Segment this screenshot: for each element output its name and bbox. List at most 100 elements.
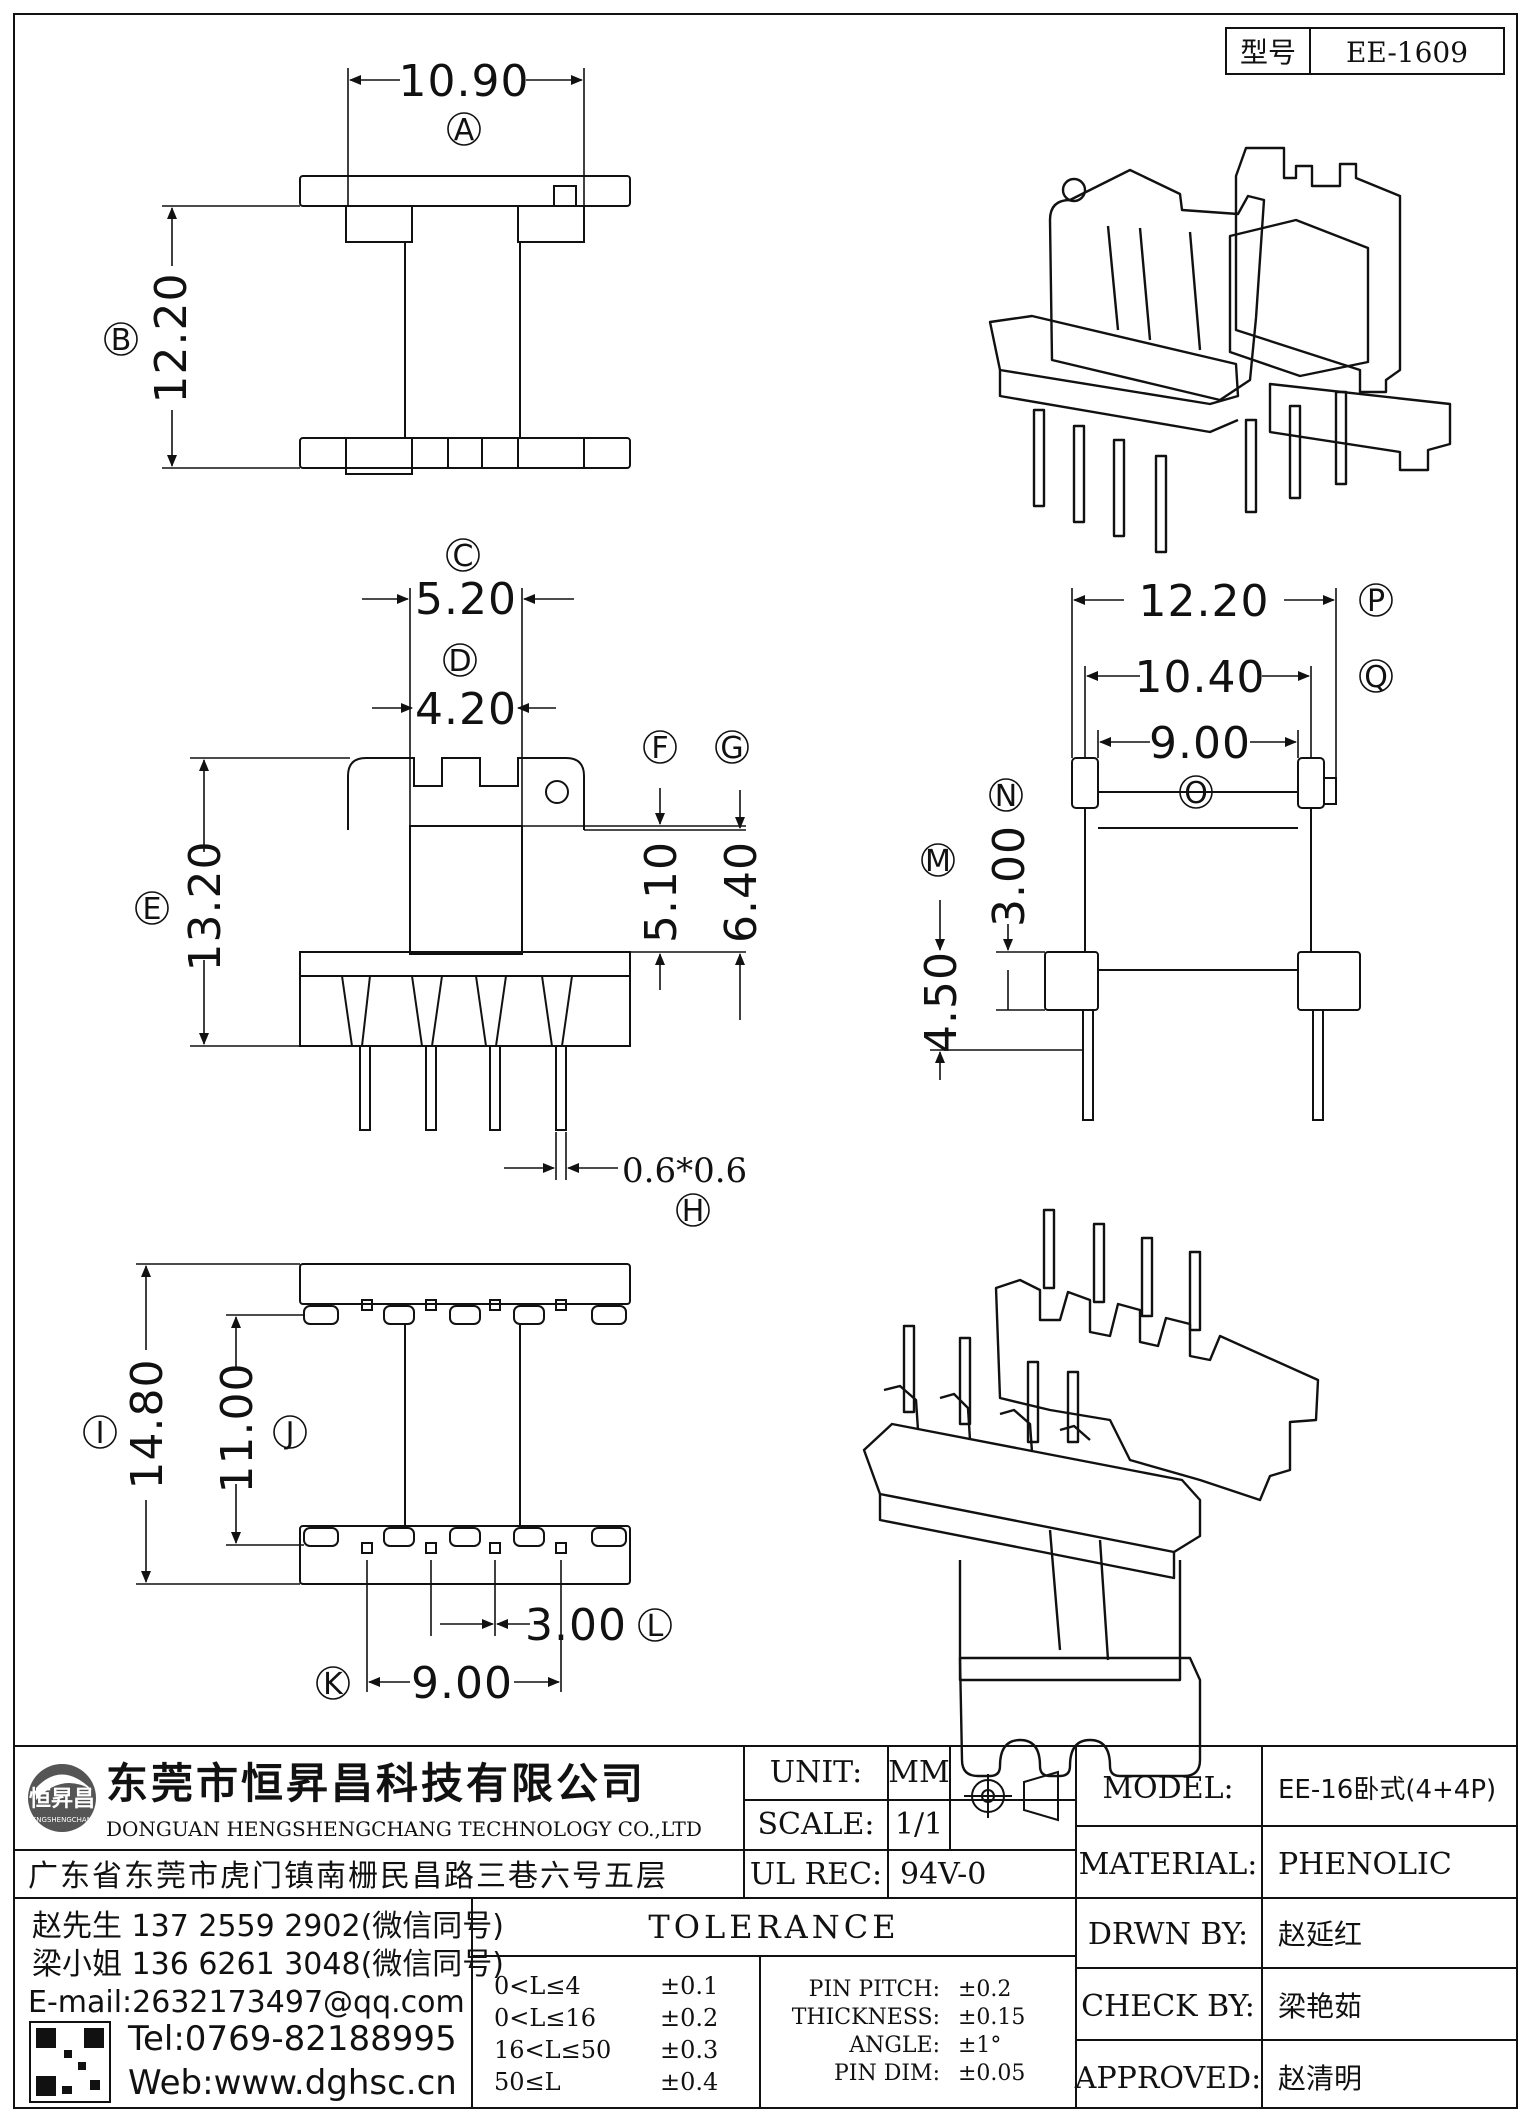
scale-label: SCALE: [757, 1807, 874, 1842]
tolerance-table: 0<L≤4 ±0.1 0<L≤16 ±0.2 16<L≤50 ±0.3 50≤L… [494, 1972, 718, 2096]
dim-J-value: 11.00 [212, 1363, 263, 1494]
svg-text:L: L [647, 1609, 664, 1644]
approved-value: 赵清明 [1278, 2062, 1362, 2095]
dim-G-value: 6.40 [716, 841, 767, 943]
label-Q: Q [1359, 659, 1393, 695]
label-N: N [989, 778, 1023, 814]
qr-code-icon [29, 2021, 111, 2103]
svg-text:50≤L: 50≤L [494, 2068, 561, 2096]
dim-K [366, 1560, 562, 1692]
svg-text:0<L≤16: 0<L≤16 [494, 2004, 596, 2032]
dim-O-value: 9.00 [1149, 718, 1251, 769]
dim-H [504, 1132, 618, 1180]
dim-E-value: 13.20 [180, 841, 231, 972]
contact-web: Web:www.dghsc.cn [128, 2063, 457, 2103]
label-A: A [447, 112, 481, 148]
label-K: K [316, 1666, 350, 1702]
svg-text:±0.4: ±0.4 [660, 2068, 718, 2096]
svg-text:E: E [143, 892, 162, 927]
label-C: C [446, 538, 480, 574]
dim-A [347, 68, 585, 205]
dim-K-value: 9.00 [411, 1658, 513, 1709]
company-address: 广东省东莞市虎门镇南栅民昌路三巷六号五层 [28, 1859, 668, 1894]
dim-O [1097, 730, 1299, 758]
svg-text:A: A [454, 113, 475, 148]
svg-text:PIN PITCH:: PIN PITCH: [809, 1977, 940, 2002]
label-L: L [638, 1608, 672, 1644]
front-view [299, 757, 631, 1131]
ul-rec-value: 94V-0 [900, 1857, 986, 1892]
dim-E [190, 757, 350, 1047]
svg-text:±0.2: ±0.2 [660, 2004, 718, 2032]
isometric-view-top [988, 146, 1452, 554]
label-O: O [1179, 775, 1213, 811]
svg-text:G: G [720, 731, 743, 766]
svg-text:O: O [1184, 776, 1208, 811]
label-J: J [273, 1415, 307, 1451]
svg-text:C: C [453, 539, 474, 574]
label-P: P [1359, 583, 1393, 619]
svg-text:Q: Q [1364, 660, 1388, 695]
dim-L [430, 1560, 530, 1636]
label-H: H [676, 1193, 710, 1229]
company-name-cn: 东莞市恒昇昌科技有限公司 [106, 1759, 646, 1808]
contact-tel: Tel:0769-82188995 [127, 2019, 457, 2059]
part-number: EE-1609 [1346, 36, 1468, 69]
dim-Q-value: 10.40 [1135, 652, 1266, 703]
svg-text:D: D [448, 644, 471, 679]
svg-text:I: I [96, 1416, 105, 1451]
svg-text:±0.1: ±0.1 [660, 1972, 718, 2000]
dim-P-value: 12.20 [1139, 576, 1270, 627]
scale-value: 1/1 [895, 1807, 943, 1842]
material-label: MATERIAL: [1079, 1847, 1258, 1882]
svg-text:16<L≤50: 16<L≤50 [494, 2036, 611, 2064]
dim-B-value: 12.20 [146, 273, 197, 404]
border-frame [13, 13, 1518, 2109]
label-E: E [135, 891, 169, 927]
dim-M-value: 4.50 [916, 951, 967, 1053]
dim-M [930, 900, 1083, 1080]
approved-label: APPROVED: [1074, 2061, 1261, 2096]
dim-B [162, 205, 300, 469]
bottom-view [299, 1263, 631, 1585]
type-label: 型号 [1240, 36, 1296, 69]
svg-text:±0.15: ±0.15 [958, 2005, 1025, 2030]
dim-J [226, 1314, 304, 1546]
projection-symbol-icon [964, 1770, 1059, 1822]
svg-text:F: F [651, 731, 668, 766]
dim-F-G [522, 788, 746, 1020]
dim-N [996, 924, 1045, 1011]
svg-text:H: H [682, 1194, 705, 1229]
label-F: F [643, 730, 677, 766]
svg-text:N: N [995, 779, 1017, 814]
svg-text:HENGSHENGCHANG: HENGSHENGCHANG [27, 1816, 98, 1824]
svg-text:THICKNESS:: THICKNESS: [792, 2005, 940, 2030]
tolerance-title: TOLERANCE [648, 1908, 899, 1946]
contact-line-2: 梁小姐 136 6261 3048(微信同号) [32, 1947, 504, 1982]
svg-text:J: J [284, 1416, 295, 1451]
part-number-box: 型号 EE-1609 [1225, 27, 1505, 75]
dim-Q [1084, 666, 1312, 758]
svg-text:PIN DIM:: PIN DIM: [834, 2061, 940, 2086]
svg-text:恒昇昌: 恒昇昌 [29, 1786, 95, 1812]
dim-D-value: 4.20 [415, 684, 517, 735]
dim-H-value: 0.6*0.6 [622, 1151, 747, 1191]
model-value: EE-16卧式(4+4P) [1278, 1775, 1496, 1805]
company-logo: 恒昇昌 HENGSHENGCHANG [27, 1764, 98, 1832]
drawn-by-label: DRWN BY: [1088, 1917, 1248, 1952]
title-block [14, 1745, 1517, 2108]
dim-I [136, 1263, 300, 1585]
drawn-by-value: 赵延红 [1278, 1918, 1362, 1951]
svg-text:ANGLE:: ANGLE: [848, 2033, 940, 2058]
isometric-view-bottom [862, 1208, 1320, 1778]
svg-text:±0.05: ±0.05 [958, 2061, 1025, 2086]
svg-text:K: K [323, 1667, 344, 1702]
unit-value: MM [888, 1755, 949, 1790]
check-by-value: 梁艳茹 [1278, 1990, 1362, 2023]
dim-C-value: 5.20 [415, 574, 517, 625]
company-name-en: DONGUAN HENGSHENGCHANG TECHNOLOGY CO.,LT… [106, 1817, 702, 1841]
svg-text:M: M [925, 844, 951, 879]
ul-rec-label: UL REC: [750, 1857, 882, 1892]
model-label: MODEL: [1102, 1771, 1233, 1806]
